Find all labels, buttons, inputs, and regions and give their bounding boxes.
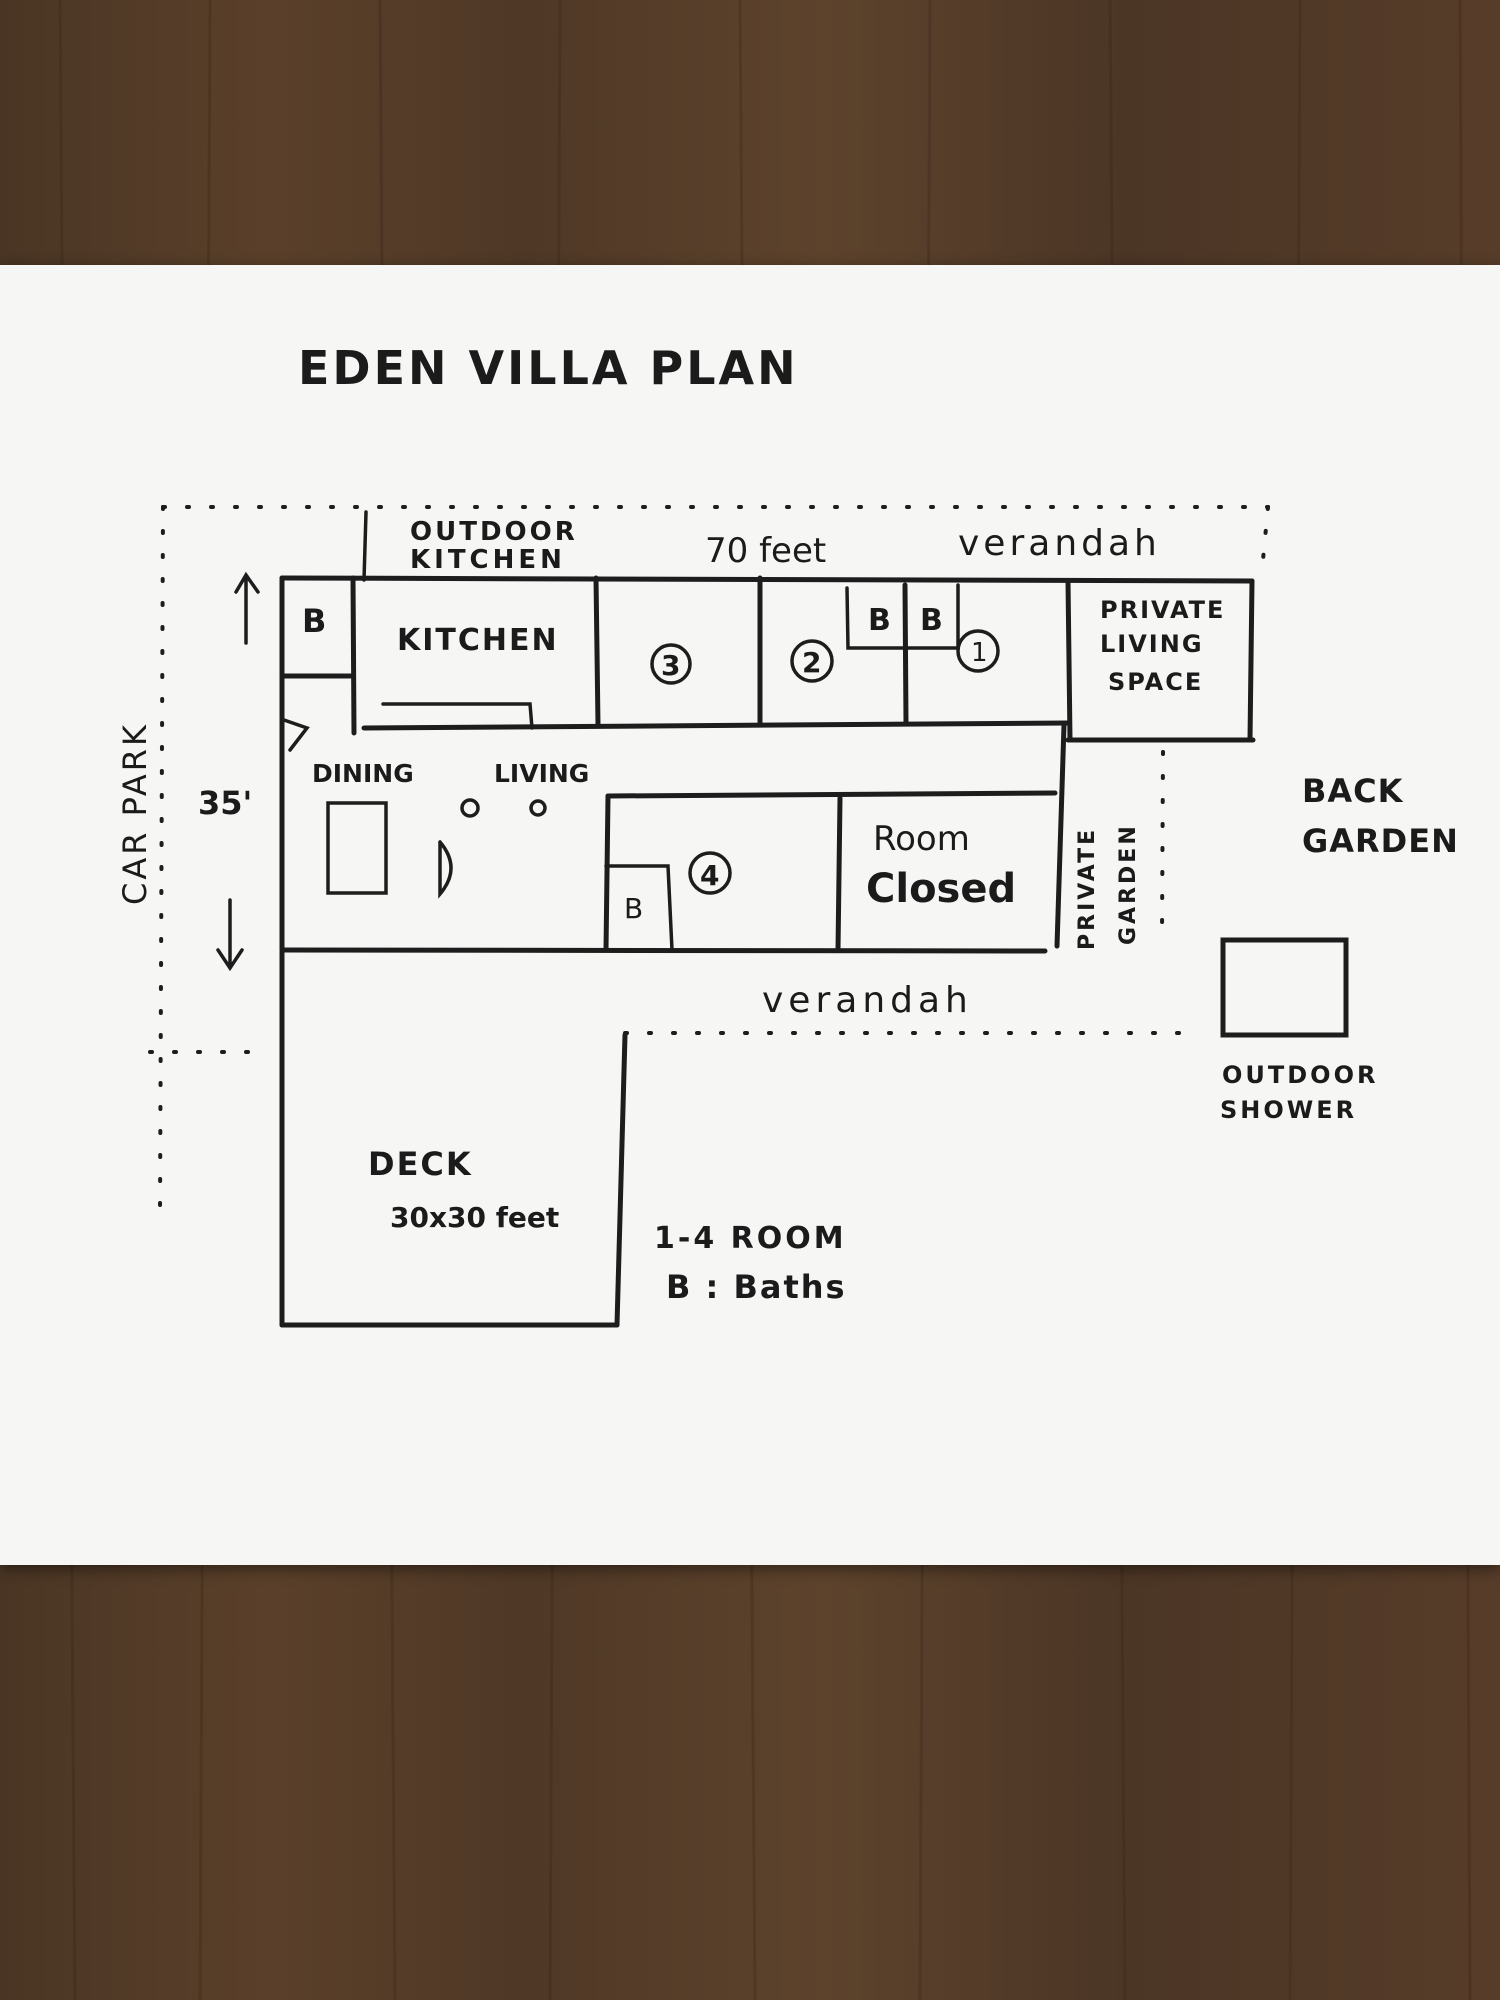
kitchen-label: KITCHEN: [397, 623, 559, 658]
legend-baths: B : Baths: [666, 1268, 847, 1306]
outdoor-shower-box: [1220, 937, 1349, 1038]
room-3-label: 3: [661, 649, 680, 682]
car-park-label: CAR PARK: [116, 722, 154, 905]
depth-dimension-label: 35': [198, 784, 252, 822]
verandah-top-label: verandah: [958, 523, 1161, 564]
back-garden-label: GARDEN: [1302, 822, 1459, 860]
room-1-label: 1: [971, 638, 988, 668]
living-label: LIVING: [494, 759, 589, 788]
width-dimension-label: 70 feet: [705, 531, 826, 571]
deck-outline: [279, 949, 628, 1328]
top-row-partitions: [279, 575, 1071, 736]
private-living-space-label: PRIVATE: [1100, 596, 1225, 624]
property-boundary-dotted: [148, 505, 1270, 1212]
deck-size-label: 30x30 feet: [390, 1201, 559, 1234]
outdoor-shower-label: OUTDOOR: [1222, 1061, 1378, 1089]
dining-living-furniture: [326, 798, 547, 899]
dimension-arrows: [216, 571, 260, 972]
bath-label: B: [920, 603, 943, 638]
room-closed-label: Room: [873, 819, 970, 859]
private-living-space-label: LIVING: [1100, 630, 1204, 658]
verandah-bottom-label: verandah: [762, 980, 973, 1021]
back-garden-label: BACK: [1302, 772, 1404, 810]
deck-label: DECK: [368, 1145, 473, 1183]
room-closed-label: Closed: [866, 866, 1016, 912]
bath-label: B: [868, 603, 891, 638]
legend-rooms: 1-4 ROOM: [654, 1221, 847, 1256]
bath-label: B: [302, 602, 326, 640]
private-garden-label: PRIVATE: [1075, 827, 1100, 950]
outdoor-kitchen-label: KITCHEN: [410, 545, 566, 575]
room-number-circles: [650, 629, 1000, 895]
room-4-label: 4: [700, 859, 719, 892]
main-house-walls: [279, 575, 1256, 954]
paper-sheet: [0, 265, 1500, 1565]
private-garden-label: GARDEN: [1116, 823, 1141, 945]
plan-title: EDEN VILLA PLAN: [298, 341, 799, 395]
outdoor-shower-label: SHOWER: [1220, 1096, 1357, 1124]
bath-label: B: [624, 892, 643, 925]
dining-label: DINING: [312, 759, 414, 788]
lower-partitions: [282, 718, 1067, 953]
private-living-space-label: SPACE: [1108, 668, 1203, 696]
outdoor-kitchen-label: OUTDOOR: [410, 517, 578, 547]
room-2-label: 2: [802, 646, 821, 679]
